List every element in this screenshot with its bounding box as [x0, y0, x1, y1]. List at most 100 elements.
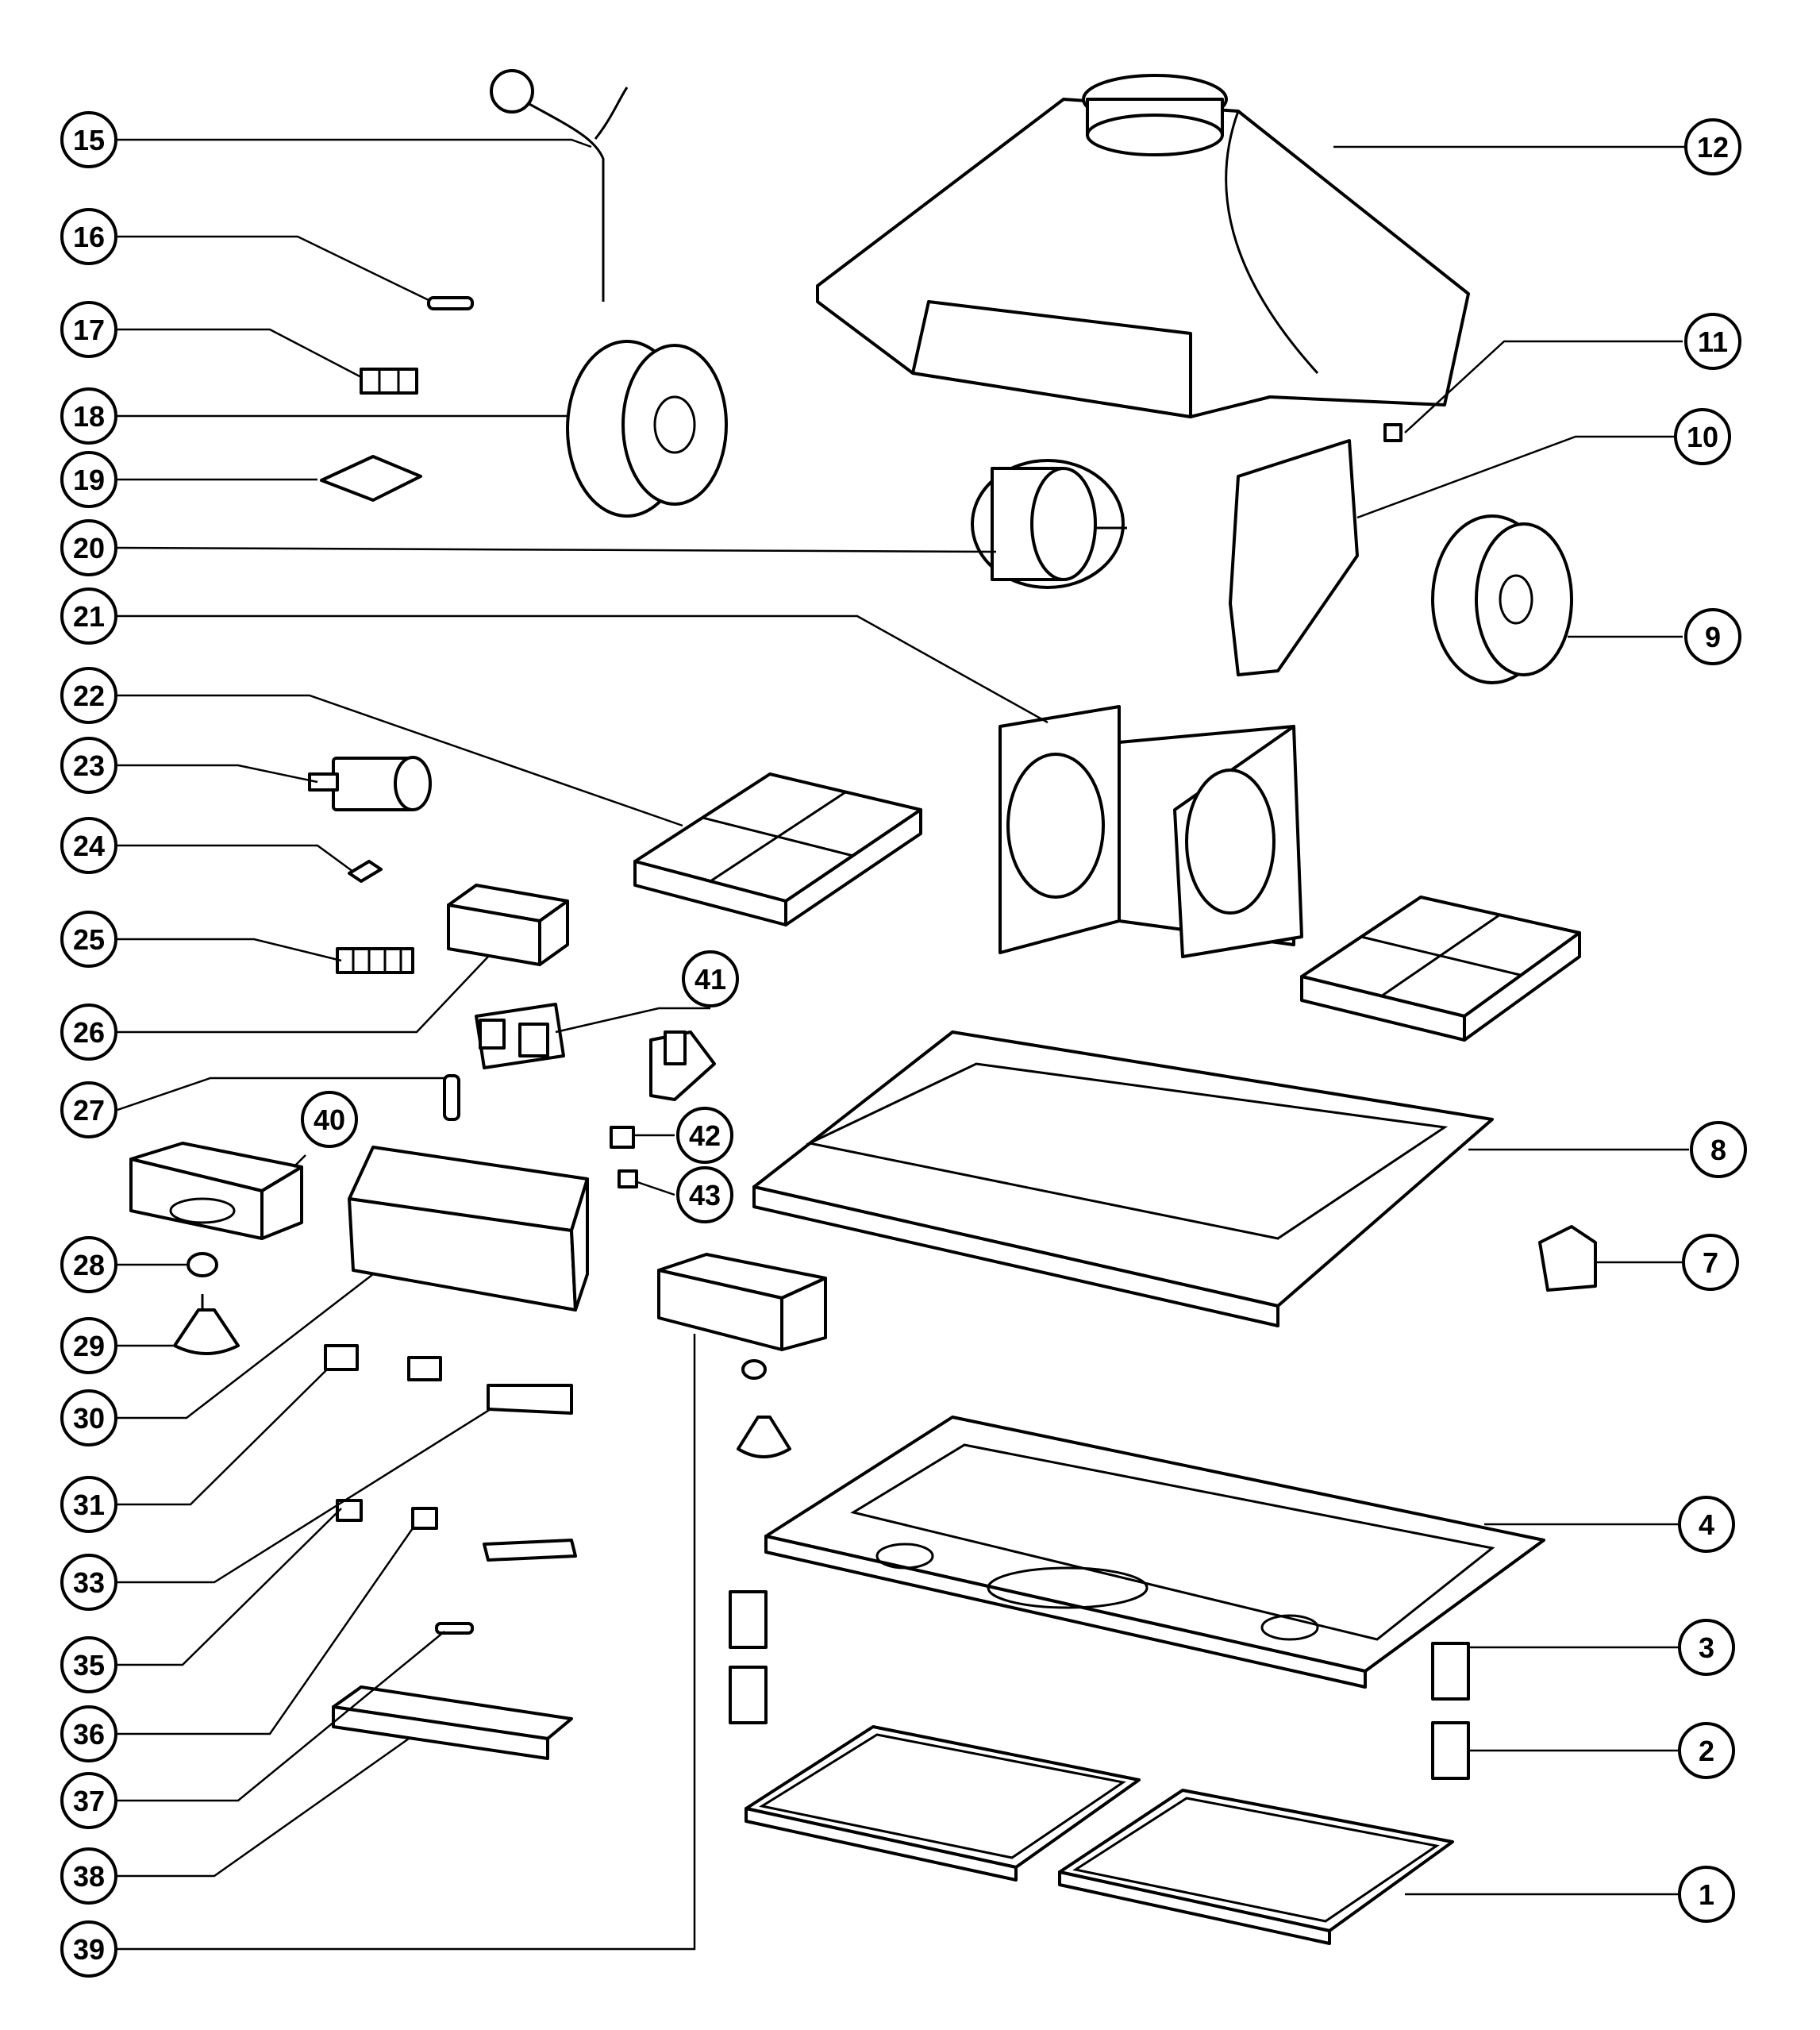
part-36-clip	[411, 1507, 438, 1530]
svg-text:30: 30	[73, 1402, 105, 1435]
svg-text:24: 24	[73, 830, 105, 862]
callout-26: 26	[60, 1003, 117, 1061]
part-31-connector	[324, 1344, 359, 1371]
svg-text:27: 27	[73, 1094, 105, 1127]
svg-text:16: 16	[73, 221, 105, 253]
callout-23: 23	[60, 737, 117, 794]
callout-35: 35	[60, 1636, 117, 1693]
part-29-halogen-lamp	[173, 1294, 240, 1355]
callout-11: 11	[1684, 313, 1741, 370]
callout-25: 25	[60, 911, 117, 968]
callout-19: 19	[60, 451, 117, 508]
callout-16: 16	[60, 208, 117, 265]
svg-text:21: 21	[73, 600, 105, 633]
part-43-small-block	[618, 1169, 638, 1188]
part-10-motor-plate	[1229, 439, 1359, 676]
callout-18: 18	[60, 387, 117, 445]
callout-22: 22	[60, 667, 117, 724]
part-12-hood-housing	[816, 74, 1470, 418]
callout-2: 2	[1678, 1722, 1735, 1779]
part-20-motor	[971, 459, 1127, 589]
svg-text:37: 37	[73, 1785, 105, 1817]
callout-33: 33	[60, 1554, 117, 1611]
callout-9: 9	[1684, 608, 1741, 665]
part-28-grommet	[187, 1252, 218, 1277]
svg-text:7: 7	[1703, 1246, 1718, 1279]
svg-text:3: 3	[1699, 1631, 1714, 1664]
svg-text:19: 19	[73, 464, 105, 496]
part-36b-bracket	[483, 1539, 577, 1562]
leader-lines	[117, 138, 1689, 1951]
svg-text:31: 31	[73, 1489, 105, 1521]
part-24-clip	[348, 860, 383, 883]
svg-text:11: 11	[1698, 325, 1728, 358]
part-17-terminal-block	[360, 368, 418, 395]
part-38-control-panel	[332, 1685, 573, 1760]
part-42-small-block	[610, 1126, 635, 1149]
callout-28: 28	[60, 1236, 117, 1293]
callout-43: 43	[676, 1166, 733, 1223]
svg-text:38: 38	[73, 1860, 105, 1893]
part-22b-charcoal-filter	[1300, 896, 1581, 1042]
svg-text:33: 33	[73, 1566, 105, 1599]
svg-text:22: 22	[73, 680, 105, 712]
callout-30: 30	[60, 1389, 117, 1446]
svg-text:18: 18	[73, 400, 105, 433]
callout-12: 12	[1684, 118, 1741, 175]
svg-text:41: 41	[695, 963, 726, 996]
part-25-connector	[336, 947, 414, 974]
callout-40: 40	[301, 1091, 358, 1148]
part-18-blower-wheel	[566, 340, 728, 518]
part-switch-block	[649, 1030, 716, 1101]
part-9-blower-wheel	[1431, 514, 1573, 684]
svg-text:9: 9	[1705, 621, 1721, 653]
part-19-bracket	[320, 455, 422, 502]
callout-31: 31	[60, 1476, 117, 1533]
callout-42: 42	[676, 1107, 733, 1164]
part-39-lamp-bracket	[657, 1253, 827, 1351]
svg-text:40: 40	[314, 1104, 345, 1136]
svg-text:29: 29	[73, 1330, 105, 1362]
svg-text:23: 23	[73, 749, 105, 782]
callout-1: 1	[1678, 1866, 1735, 1923]
part-22-charcoal-filter	[633, 772, 922, 926]
part-3b-clip	[729, 1590, 768, 1649]
svg-text:20: 20	[73, 532, 105, 564]
part-41-switch	[475, 1003, 565, 1069]
part-1-grease-filter-right	[1058, 1789, 1454, 1945]
part-31b-connector	[407, 1356, 442, 1381]
svg-text:1: 1	[1699, 1878, 1714, 1911]
svg-text:26: 26	[73, 1016, 105, 1049]
callout-4: 4	[1678, 1496, 1735, 1553]
part-26-control-box	[447, 884, 569, 966]
svg-text:42: 42	[689, 1119, 721, 1152]
callout-24: 24	[60, 817, 117, 874]
part-4-outer-frame	[764, 1416, 1545, 1689]
svg-text:25: 25	[73, 923, 105, 956]
svg-text:2: 2	[1699, 1735, 1714, 1767]
callout-7: 7	[1682, 1234, 1739, 1291]
part-11-small-block	[1383, 423, 1403, 442]
svg-text:35: 35	[73, 1649, 105, 1681]
callout-17: 17	[60, 301, 117, 358]
svg-text:10: 10	[1687, 421, 1718, 453]
svg-text:28: 28	[73, 1249, 105, 1281]
part-lamp-center	[737, 1359, 791, 1458]
svg-text:12: 12	[1697, 131, 1729, 164]
part-2b-clip	[729, 1666, 768, 1724]
callout-37: 37	[60, 1772, 117, 1829]
part-33-switch-rocker	[487, 1384, 573, 1415]
callout-41: 41	[682, 950, 739, 1007]
svg-text:15: 15	[73, 124, 105, 156]
part-16-clip	[427, 296, 474, 310]
part-2-clip	[1431, 1721, 1470, 1780]
callout-39: 39	[60, 1920, 117, 1978]
part-30-electronic-housing	[348, 1146, 589, 1312]
svg-text:4: 4	[1699, 1508, 1714, 1541]
callout-29: 29	[60, 1317, 117, 1374]
part-8-inner-frame	[752, 1030, 1494, 1327]
callout-10: 10	[1674, 408, 1731, 465]
callout-21: 21	[60, 587, 117, 645]
part-40-lamp-bracket	[129, 1142, 303, 1240]
